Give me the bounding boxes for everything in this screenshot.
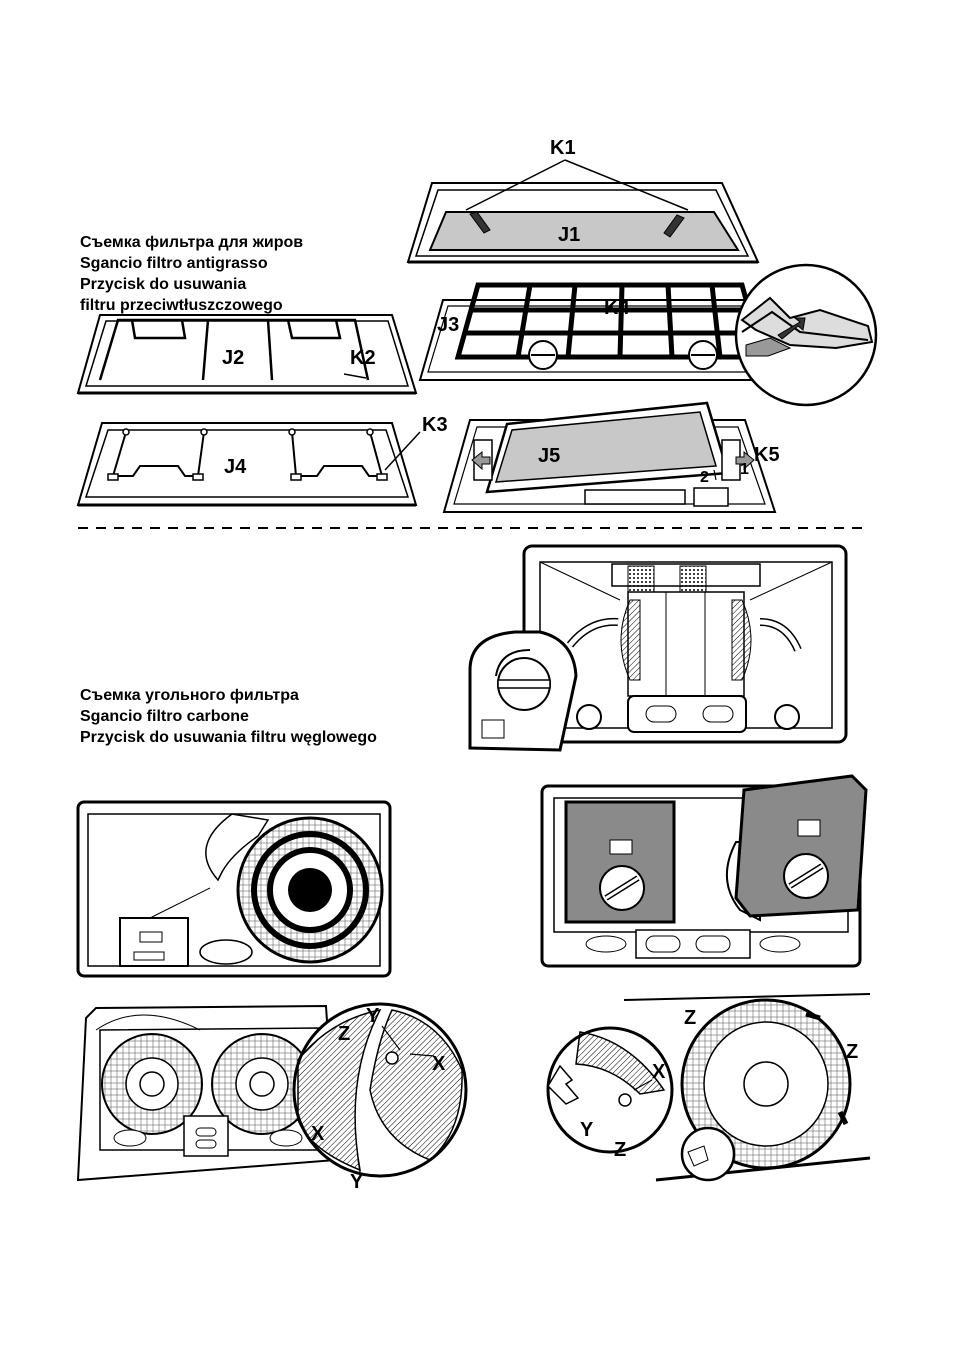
hood-fan-view [76,800,392,978]
caption-line-pl-1: Przycisk do usuwania [80,276,247,293]
panel-j2: J2 K2 [76,314,418,395]
label-z-right: Z [846,1041,858,1063]
fan-ring-detail: Z Z X Y Z [546,993,871,1182]
caption-line-it: Sgancio filtro antigrasso [80,255,268,272]
arrow-icon [777,317,806,340]
label-step-2: 2 [700,469,709,486]
label-j1: J1 [558,224,580,246]
carbon-filter-caption: Съемка угольного фильтра Sgancio filtro … [80,685,377,748]
panel-j3: K4 J3 [418,263,878,407]
lamp-icon [585,935,627,953]
label-k3: K3 [422,414,448,436]
panel-j4: J4 K3 [76,414,448,507]
label-j2: J2 [222,347,244,369]
label-j5: J5 [538,445,560,467]
caption-line-it: Sgancio filtro carbone [80,708,249,725]
label-y: Y [580,1119,594,1141]
label-x-right: X [432,1053,446,1075]
label-z-top: Z [684,1007,696,1029]
lamp-icon [774,704,800,730]
panel-j5: J5 K5 1 2 [442,401,780,513]
label-x: X [652,1061,666,1083]
carbon-filter [564,800,676,924]
label-z-bottom: Z [614,1139,626,1161]
label-y-top: Y [366,1005,380,1027]
label-j3: J3 [437,314,459,336]
label-k2: K2 [350,347,376,369]
hood-interior-twist [468,544,848,752]
label-y-bottom: Y [350,1171,364,1193]
caption-line-ru: Съемка угольного фильтра [80,687,299,704]
lamp-icon [199,939,253,965]
lamp-icon [269,1129,303,1147]
grease-filter-caption: Съемка фильтра для жиров Sgancio filtro … [80,232,303,316]
caption-line-pl: Przycisk do usuwania filtru węglowego [80,729,377,746]
hood-carbon-filters [540,774,868,968]
panel-j1: K1 J1 [406,137,760,264]
arrow-icon [471,450,491,471]
label-step-1: 1 [740,461,749,478]
label-k4: K4 [604,297,630,319]
lamp-icon [759,935,801,953]
lamp-icon [576,704,602,730]
caption-line-ru: Съемка фильтра для жиров [80,234,304,251]
carbon-filter [734,774,868,918]
twin-fan-detail: Y Z X X Y [76,1002,468,1193]
lamp-icon [113,1129,147,1147]
label-x-left: X [311,1123,325,1145]
arrow-icon [735,450,755,471]
label-k1: K1 [550,137,576,159]
label-z-left: Z [338,1023,350,1045]
caption-line-pl-2: filtru przeciwtłuszczowego [80,297,283,314]
grid-filter-k4 [454,282,766,360]
label-j4: J4 [224,456,247,478]
arrow-icon [547,1064,580,1105]
arrow-icon [469,211,491,234]
arrow-icon [663,214,685,238]
label-k5: K5 [754,444,780,466]
